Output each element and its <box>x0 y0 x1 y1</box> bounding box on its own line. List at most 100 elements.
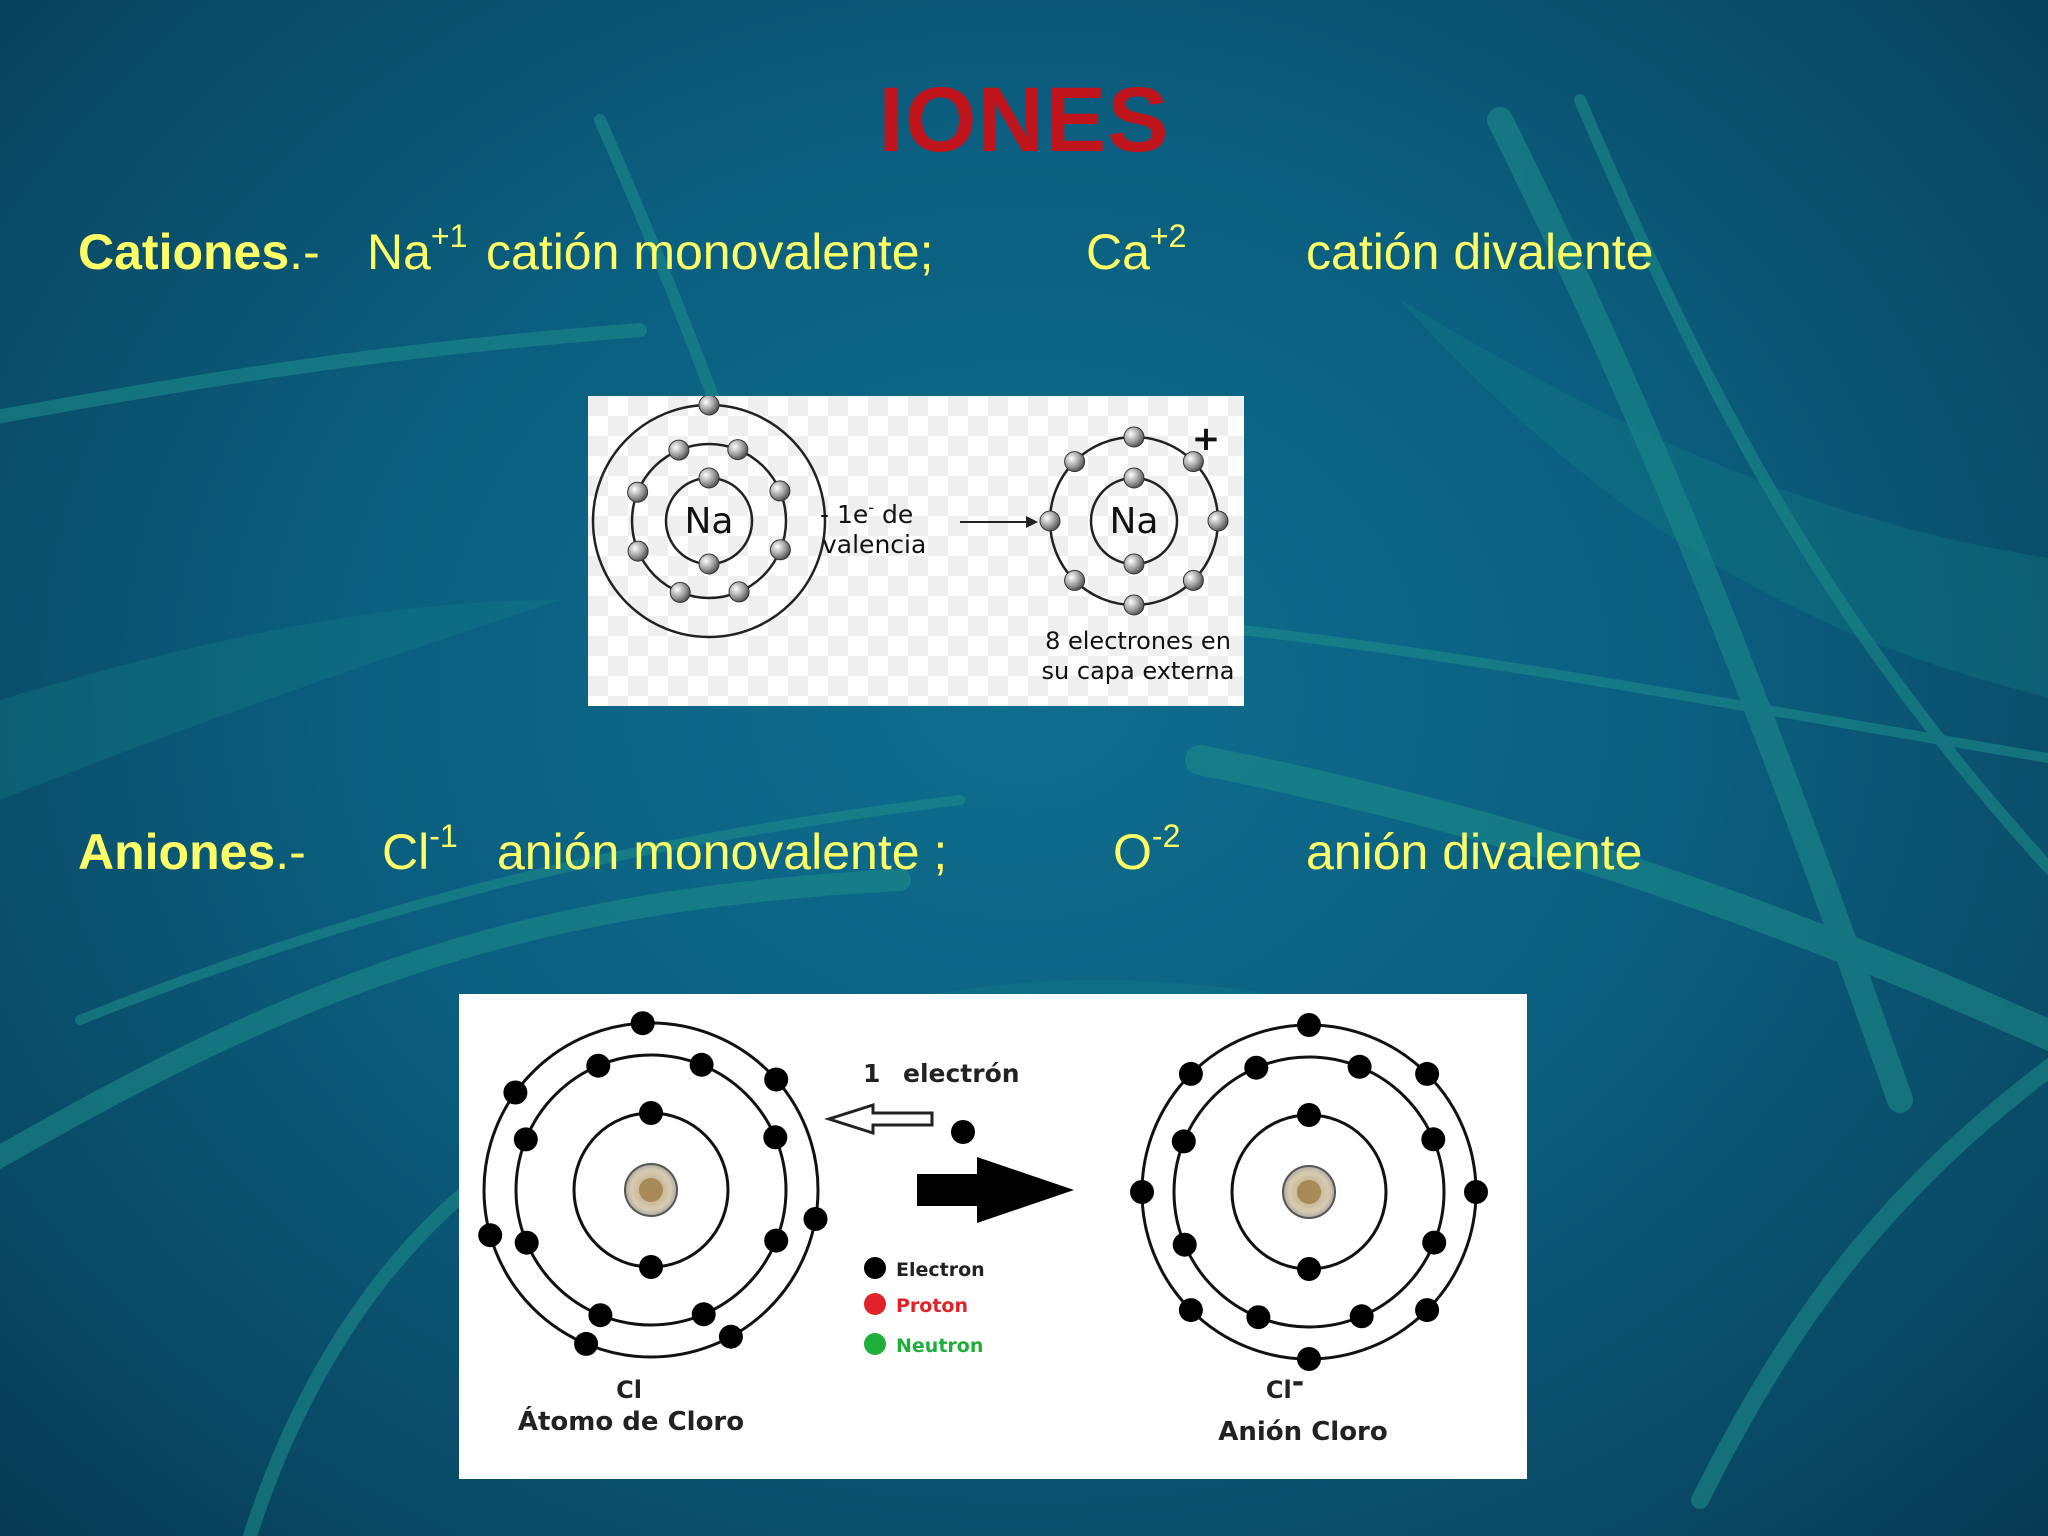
electron <box>1347 1054 1372 1079</box>
electron <box>1171 1129 1196 1154</box>
cations-label: Cationes.- <box>78 224 320 280</box>
electron <box>1178 1061 1203 1086</box>
electron <box>1123 426 1145 448</box>
chloride-ion-caption: Anión Cloro <box>1218 1417 1388 1447</box>
gained-electron-count: 1 <box>863 1059 880 1088</box>
chloride-ion-electrons <box>1130 1013 1488 1371</box>
electron <box>668 439 690 461</box>
chlorine-atom-nucleus <box>624 1163 678 1217</box>
electron <box>769 539 791 561</box>
electron <box>691 1302 716 1327</box>
electron <box>1349 1304 1374 1329</box>
electron <box>1182 569 1204 591</box>
electron <box>630 1011 655 1036</box>
electron <box>1130 1180 1154 1204</box>
electron <box>1182 451 1204 473</box>
legend-proton-swatch <box>864 1293 886 1315</box>
electron <box>1123 594 1145 616</box>
gained-electron-word: electrón <box>903 1059 1020 1088</box>
cation-calcium: Ca+2 <box>1086 218 1187 280</box>
electron <box>1297 1013 1321 1037</box>
sodium-atom-electrons <box>627 396 791 603</box>
anions-label: Aniones.- <box>78 824 306 880</box>
electron <box>1123 553 1145 575</box>
chlorine-diagram-background <box>459 994 1527 1479</box>
electron <box>588 1303 613 1328</box>
electron <box>1297 1347 1321 1371</box>
electron <box>1297 1103 1321 1127</box>
anion-oxide-description: anión divalente <box>1306 824 1643 880</box>
legend-neutron-swatch <box>864 1333 886 1355</box>
electron <box>689 1052 714 1077</box>
electron <box>1246 1305 1271 1330</box>
electron <box>1297 1257 1321 1281</box>
anion-chloride: Cl-1 <box>382 818 458 880</box>
electron <box>1064 451 1086 473</box>
outer-shell-note-line2: su capa externa <box>1042 657 1235 685</box>
electron <box>1178 1298 1203 1323</box>
electron-loss-label: - 1e- de <box>820 498 913 529</box>
electron <box>1039 510 1061 532</box>
electron <box>764 1228 789 1253</box>
electron <box>669 581 691 603</box>
electron <box>718 1324 743 1349</box>
electron <box>1064 569 1086 591</box>
electron <box>1207 510 1229 532</box>
electron <box>503 1080 528 1105</box>
electron-loss-label-line2: valencia <box>822 530 926 559</box>
sodium-ionization-diagram: Na Na - 1e- de valencia + 8 electrones e… <box>588 396 1244 706</box>
electron <box>769 480 791 502</box>
electron <box>1172 1232 1197 1257</box>
free-electron-icon <box>951 1120 975 1144</box>
electron <box>514 1230 539 1255</box>
electron <box>627 540 649 562</box>
electron <box>627 481 649 503</box>
cation-sodium: Na+1 <box>367 218 468 280</box>
electron <box>1123 467 1145 489</box>
sodium-ion-symbol: Na <box>1110 501 1159 542</box>
electron <box>1464 1180 1488 1204</box>
chloride-ion-nucleus <box>1282 1165 1336 1219</box>
electron <box>727 439 749 461</box>
electron <box>574 1331 599 1356</box>
sodium-diagram-background <box>588 396 1244 706</box>
electron <box>1415 1061 1440 1086</box>
chloride-ion-symbol: Cl- <box>1266 1365 1304 1404</box>
chlorine-atom-caption: Átomo de Cloro <box>518 1405 744 1437</box>
electron <box>763 1125 788 1150</box>
electron <box>1422 1230 1447 1255</box>
sodium-ion-electrons <box>1039 426 1229 616</box>
chlorine-ionization-diagram: 1 electrón Electron Proton Neutron Cl Át… <box>459 994 1527 1479</box>
cation-sodium-description: catión monovalente; <box>486 224 934 280</box>
anion-oxide: O-2 <box>1113 818 1181 880</box>
electron <box>1415 1298 1440 1323</box>
positive-charge-sign: + <box>1192 419 1221 459</box>
electron <box>1421 1127 1446 1152</box>
legend-neutron-label: Neutron <box>896 1335 983 1357</box>
ionization-arrow-icon <box>960 516 1038 528</box>
electron <box>764 1067 789 1092</box>
electron <box>803 1207 828 1231</box>
electron <box>1244 1055 1269 1080</box>
electron <box>698 553 720 575</box>
electron <box>639 1101 663 1125</box>
legend-proton-label: Proton <box>896 1295 968 1317</box>
sodium-atom-symbol: Na <box>685 501 734 542</box>
cation-calcium-description: catión divalente <box>1306 224 1654 280</box>
outer-shell-note-line1: 8 electrones en <box>1045 627 1231 655</box>
electron-transfer-hollow-arrow-icon <box>824 1102 934 1136</box>
electron <box>728 581 750 603</box>
electron <box>586 1053 611 1078</box>
electron <box>513 1127 538 1152</box>
electron <box>698 467 720 489</box>
anion-chloride-description: anión monovalente ; <box>497 824 948 880</box>
electron <box>698 396 720 416</box>
legend-electron-label: Electron <box>896 1259 985 1281</box>
chlorine-atom-symbol: Cl <box>616 1376 642 1404</box>
electron <box>639 1255 663 1279</box>
electron <box>478 1223 503 1248</box>
transformation-arrow-icon <box>917 1157 1074 1223</box>
chlorine-atom-electrons <box>478 1011 828 1356</box>
slide-title: IONES <box>878 69 1170 171</box>
legend-electron-swatch <box>864 1257 886 1279</box>
